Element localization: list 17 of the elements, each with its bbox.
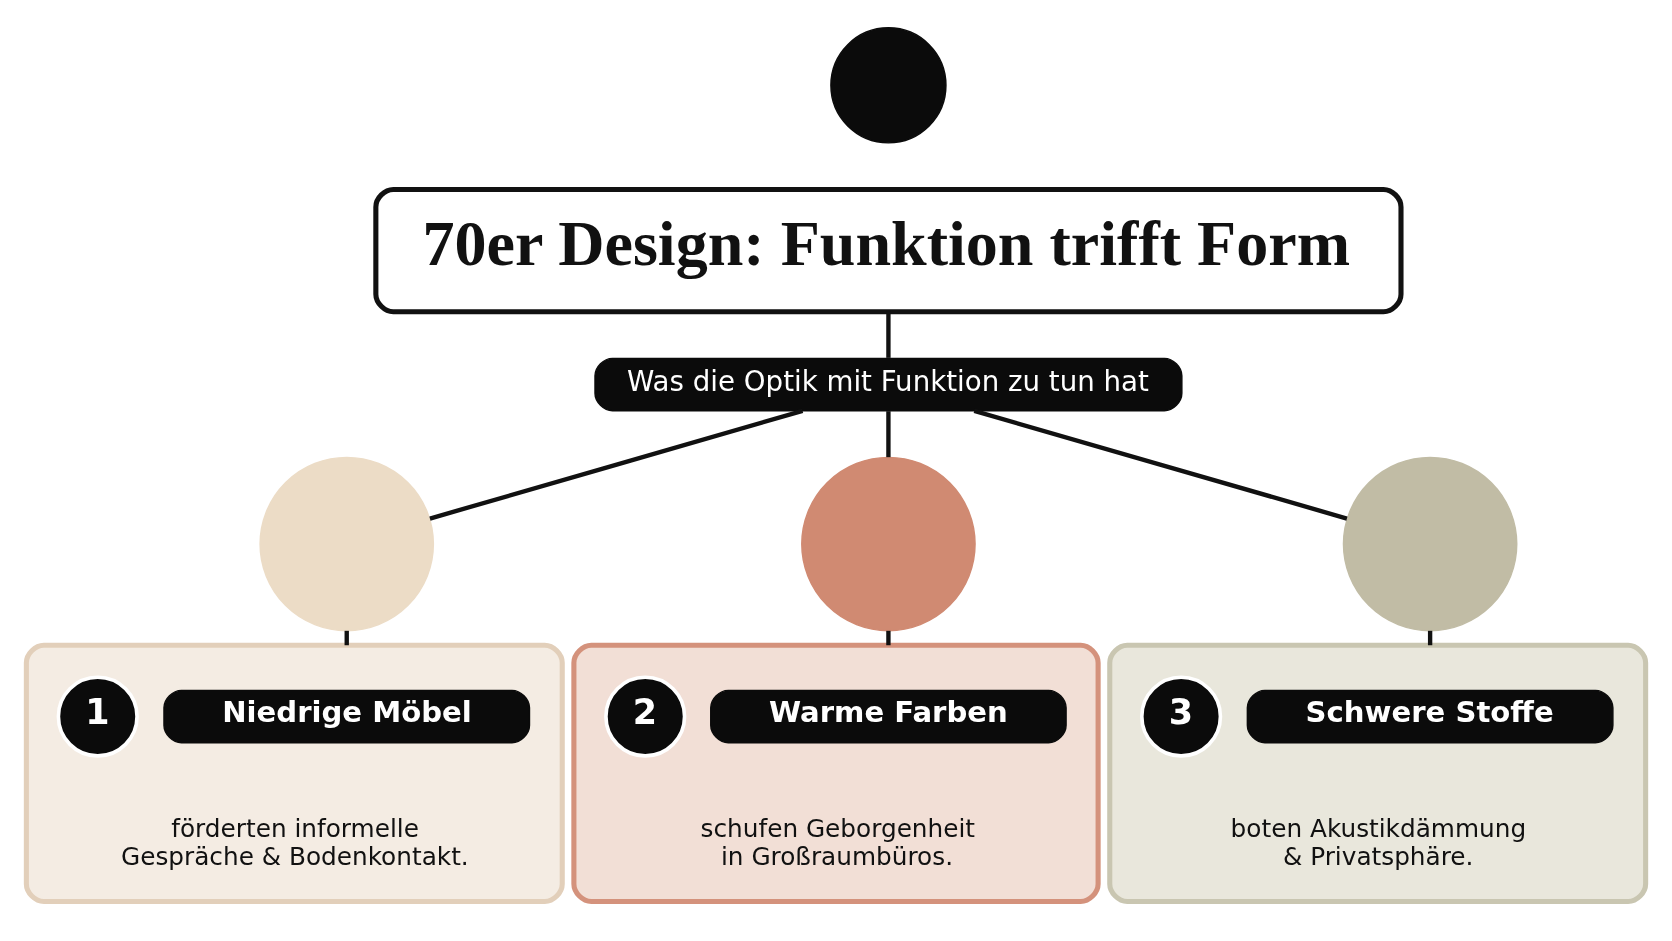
node-circle xyxy=(830,27,947,144)
node-box: Was die Optik mit Funktion zu tun hat xyxy=(594,357,1183,412)
connector xyxy=(886,311,891,358)
node-circle xyxy=(259,456,435,632)
node-box: Niedrige Möbel xyxy=(163,689,531,744)
node-circle xyxy=(801,456,976,632)
node-circle: 2 xyxy=(604,675,687,758)
node-circle: 1 xyxy=(56,675,139,758)
node-box: 70er Design: Funktion trifft Form xyxy=(373,186,1404,315)
connector xyxy=(886,630,891,646)
node-box: Schwere Stoffe xyxy=(1246,689,1614,744)
connector xyxy=(886,411,891,458)
connector xyxy=(429,408,804,521)
node-box: Warme Farben xyxy=(710,689,1067,744)
connector xyxy=(973,408,1348,521)
node-circle xyxy=(1342,456,1518,632)
node-circle: 3 xyxy=(1140,675,1223,758)
